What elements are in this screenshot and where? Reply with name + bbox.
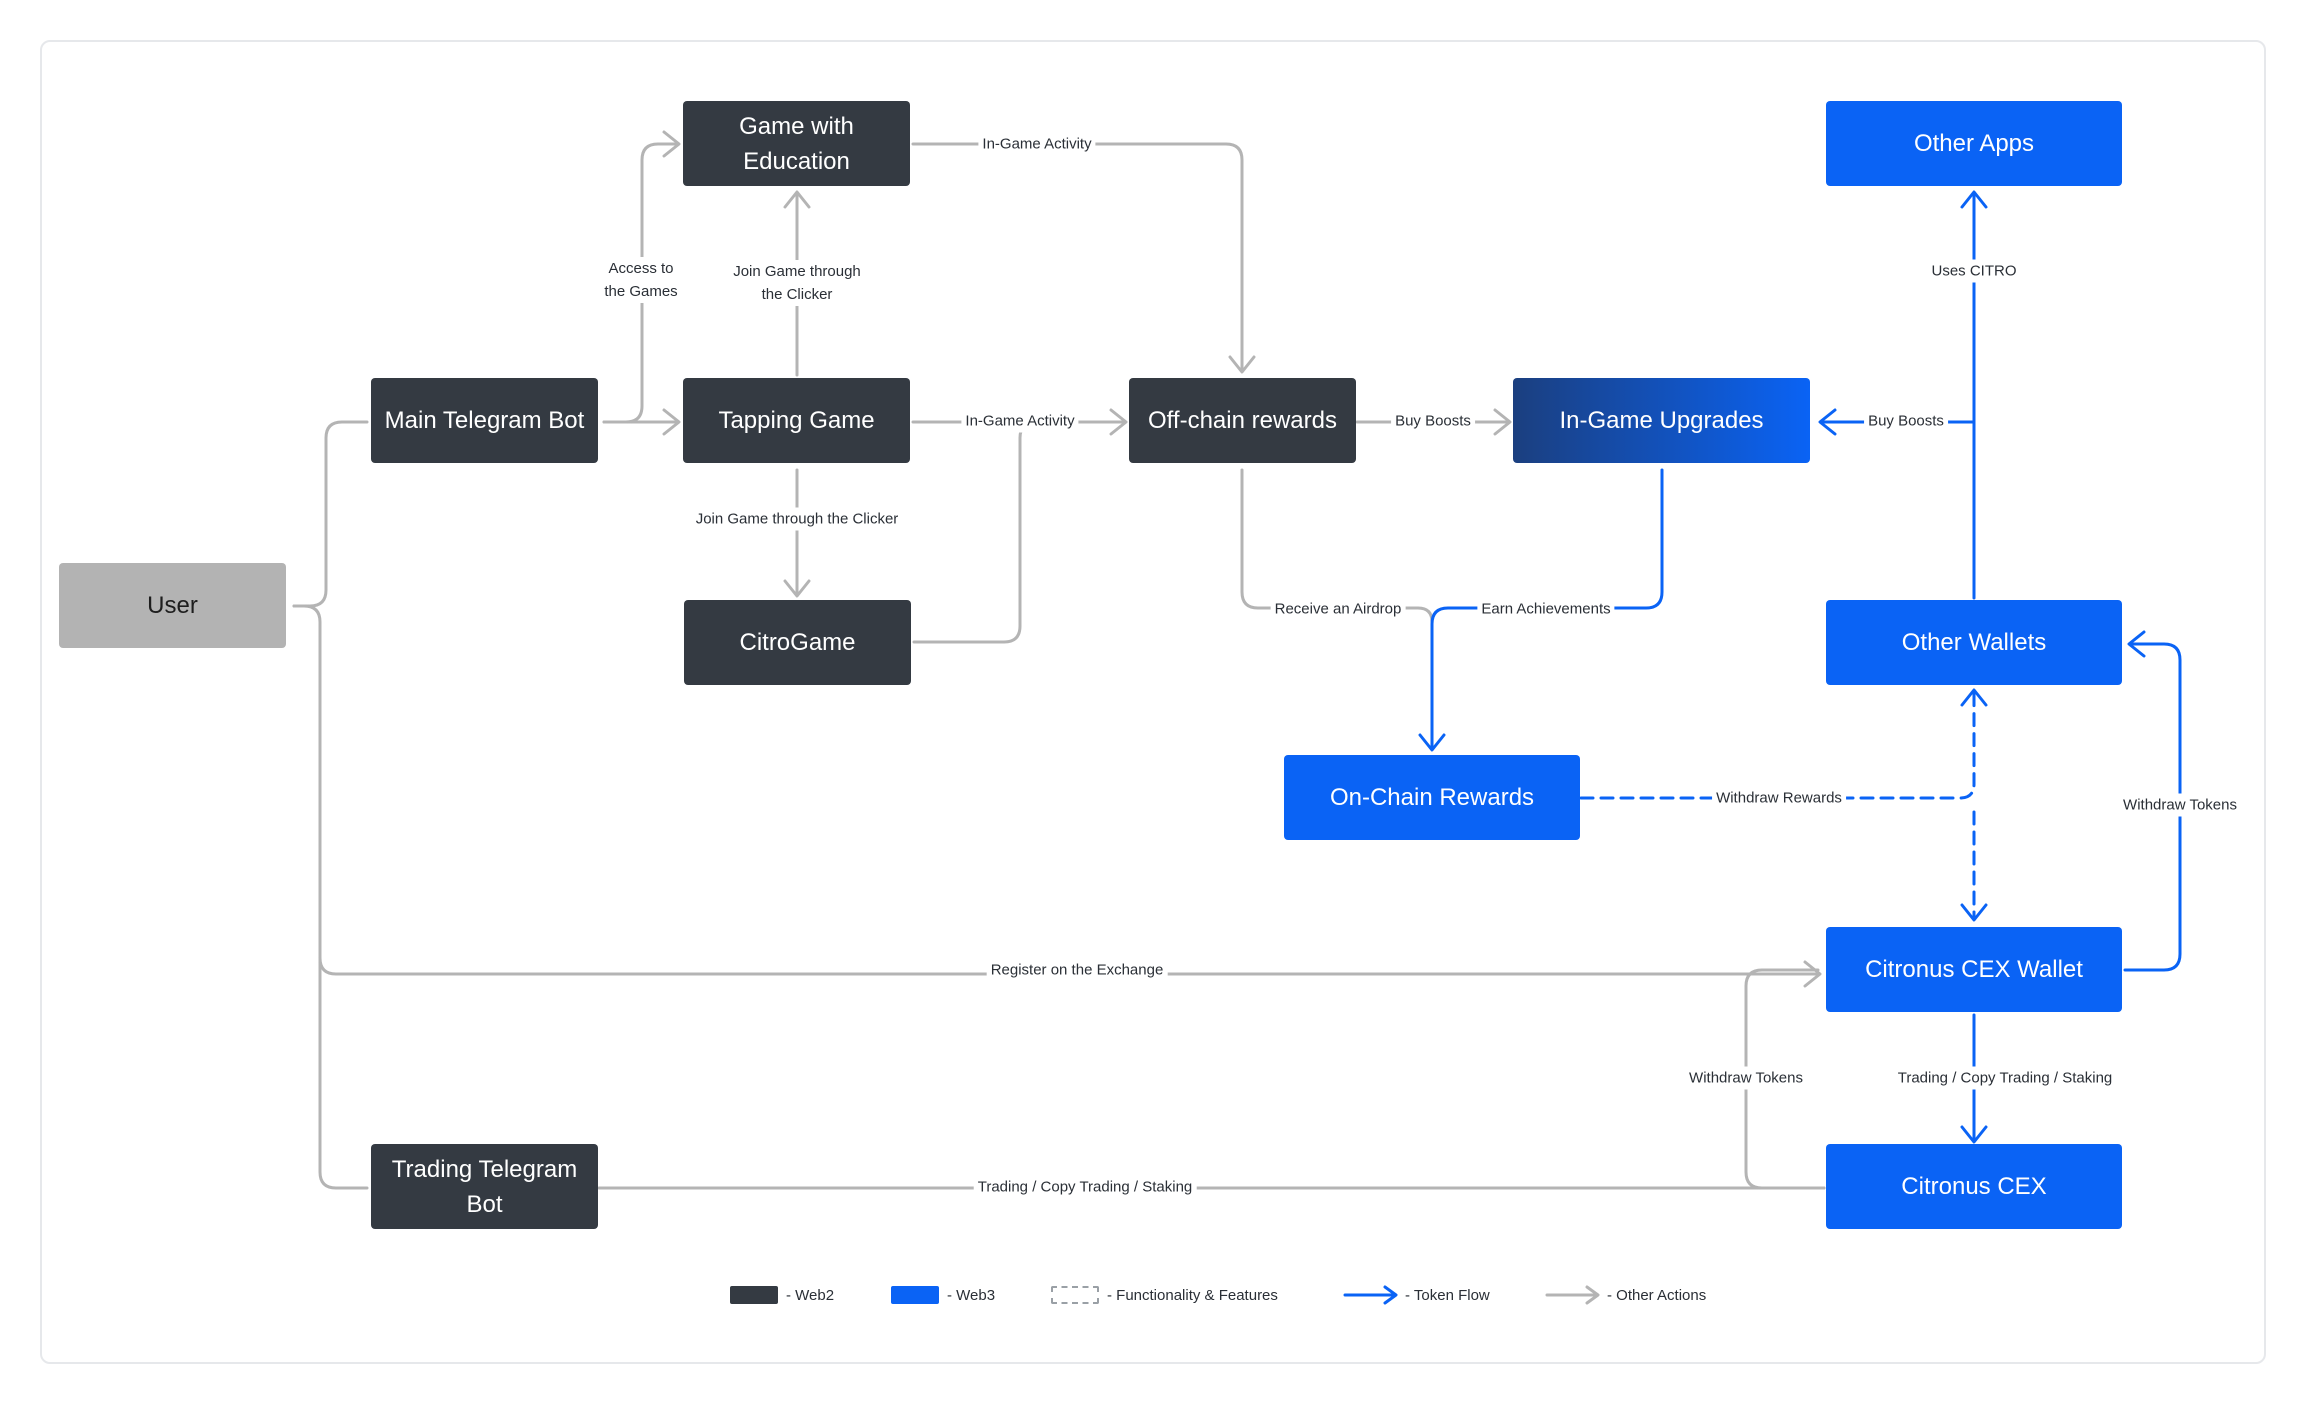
label-receive-an-airdrop: Receive an Airdrop [1270, 597, 1406, 621]
legend-web2: - Web2 [730, 1283, 834, 1307]
node-other-apps: Other Apps [1826, 101, 2122, 186]
node-off-chain-rewards: Off-chain rewards [1129, 378, 1356, 463]
label-in-game-activity-mid: In-Game Activity [961, 409, 1079, 433]
label-trading-copy-staking-bottom: Trading / Copy Trading / Staking [973, 1175, 1197, 1199]
connector-offchain-to-onchain-airdrop [1240, 468, 1434, 624]
label-access-to-the-games: Access to the Games [595, 257, 687, 303]
legend-web2-label: - Web2 [786, 1286, 835, 1304]
label-buy-boosts-left: Buy Boosts [1391, 409, 1475, 433]
connector-withdraw-rewards-arrowheads [1960, 688, 1988, 922]
node-tapping-game: Tapping Game [683, 378, 910, 463]
diagram-frame [40, 40, 2266, 1364]
node-trading-telegram-bot: Trading Telegram Bot [371, 1144, 598, 1229]
label-withdraw-tokens-right: Withdraw Tokens [2119, 793, 2241, 817]
node-game-with-education: Game with Education [683, 101, 910, 186]
legend-other-actions: - Other Actions [1545, 1283, 1706, 1307]
connector-user-to-main-bot [292, 420, 369, 608]
node-citrogame: CitroGame [684, 600, 911, 685]
node-user: User [59, 563, 286, 648]
connector-other-wallets-to-other-apps [1960, 190, 1988, 600]
node-citronus-cex: Citronus CEX [1826, 1144, 2122, 1229]
label-join-game-through-clicker: Join Game through the Clicker [718, 260, 876, 306]
label-withdraw-rewards: Withdraw Rewards [1712, 786, 1846, 810]
legend-features-label: - Functionality & Features [1107, 1286, 1278, 1304]
connector-user-to-register-and-trading-bot [292, 604, 1822, 1190]
legend-features-swatch [1051, 1286, 1099, 1304]
label-register-on-the-exchange: Register on the Exchange [986, 958, 1168, 982]
label-join-game-clicker-down: Join Game through the Clicker [691, 507, 903, 531]
label-trading-copy-staking-right: Trading / Copy Trading / Staking [1893, 1066, 2117, 1090]
legend-features: - Functionality & Features [1051, 1283, 1278, 1307]
legend-web2-swatch [730, 1286, 778, 1304]
node-citronus-cex-wallet: Citronus CEX Wallet [1826, 927, 2122, 1012]
label-in-game-activity-top: In-Game Activity [978, 132, 1096, 156]
label-buy-boosts-right: Buy Boosts [1864, 409, 1948, 433]
node-on-chain-rewards: On-Chain Rewards [1284, 755, 1580, 840]
connector-onchain-withdraw-rewards [1579, 690, 1976, 918]
connector-tapping-to-citrogame [783, 468, 811, 598]
connector-game-education-to-offchain [911, 142, 1256, 374]
legend-token-flow-label: - Token Flow [1405, 1286, 1490, 1304]
token-flow-arrow-icon [1343, 1285, 1398, 1305]
node-other-wallets: Other Wallets [1826, 600, 2122, 685]
label-withdraw-tokens-left: Withdraw Tokens [1685, 1066, 1807, 1090]
legend-token-flow: - Token Flow [1343, 1283, 1490, 1307]
label-earn-achievements: Earn Achievements [1477, 597, 1615, 621]
legend-other-actions-label: - Other Actions [1607, 1286, 1707, 1304]
node-main-telegram-bot: Main Telegram Bot [371, 378, 598, 463]
other-actions-arrow-icon [1545, 1285, 1600, 1305]
legend-web3-label: - Web3 [947, 1286, 996, 1304]
node-in-game-upgrades: In-Game Upgrades [1513, 378, 1810, 463]
legend-web3-swatch [891, 1286, 939, 1304]
legend-web3: - Web3 [891, 1283, 995, 1307]
connector-citrogame-to-offchain [912, 420, 1038, 644]
label-uses-citro: Uses CITRO [1927, 259, 2021, 283]
